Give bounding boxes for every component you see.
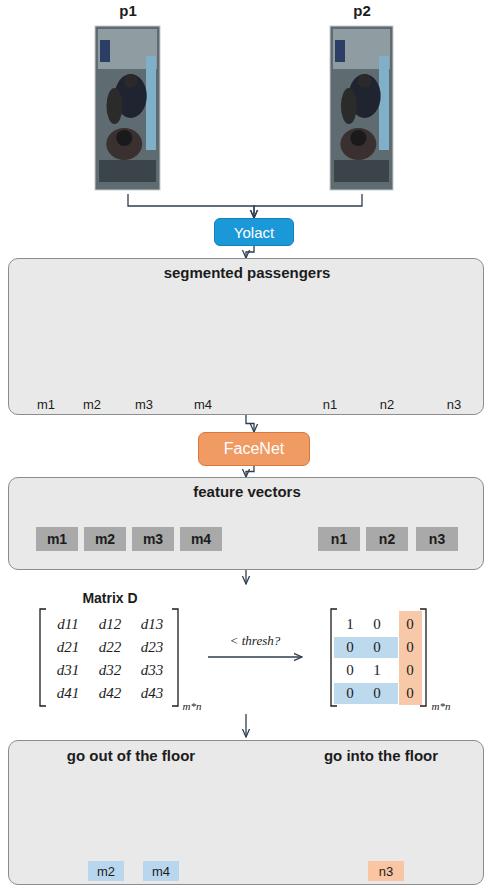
node-label: go into the floor xyxy=(324,747,438,764)
threshold-label: < thresh? xyxy=(230,633,281,649)
matrix-cell: d11 xyxy=(57,616,78,633)
matrix-bracket xyxy=(40,609,426,706)
node-label: n1 xyxy=(323,397,337,412)
matrix-cell: 0 xyxy=(406,685,414,702)
matrix-size: m*n xyxy=(183,700,202,712)
matrix-cell: d22 xyxy=(99,639,122,656)
flow-arrow xyxy=(208,570,302,737)
node-label: m4 xyxy=(191,531,211,547)
panel-title: p2 xyxy=(353,2,371,19)
panel-title: p1 xyxy=(119,2,137,19)
matrix-cell: 1 xyxy=(346,616,354,633)
image-heading: p1 xyxy=(88,0,168,194)
stage-panel: go out of the floor go into the floor m2 m4… xyxy=(8,740,484,885)
matrix-cell: d41 xyxy=(57,685,80,702)
flow-connector xyxy=(246,246,254,258)
feature-box: m2 xyxy=(84,527,126,551)
result-tag: m2 xyxy=(88,861,124,881)
node-label: m3 xyxy=(143,531,163,547)
node-label: n1 xyxy=(331,531,347,547)
feature-box: n2 xyxy=(366,527,408,551)
stage-panel: feature vectors m1 m2 m3 m4 n1 n2 n3 xyxy=(8,477,484,570)
stage-panel: segmented passengers m1 m2 m3 m4 n1 n2 n3 xyxy=(8,258,484,415)
matrix-cell: d13 xyxy=(141,616,164,633)
matrix-cell: 0 xyxy=(406,662,414,679)
flow-connector xyxy=(254,194,362,218)
matrix-cell: d32 xyxy=(99,662,122,679)
panel-title: segmented passengers xyxy=(164,264,331,281)
model-box: Yolact xyxy=(214,218,294,246)
matrix-cell: d42 xyxy=(99,685,122,702)
elevator-photo xyxy=(95,26,160,190)
model-box: FaceNet xyxy=(198,432,310,466)
node-label: m4 xyxy=(194,397,212,412)
matrix-cell: 0 xyxy=(346,639,354,656)
node-label: n2 xyxy=(379,531,395,547)
panel-title: feature vectors xyxy=(193,483,301,500)
feature-box: m3 xyxy=(132,527,174,551)
matrix-title: Matrix D xyxy=(82,590,137,606)
matrix-cell: 1 xyxy=(373,662,381,679)
node-label: m4 xyxy=(152,864,170,879)
matrix-cell: 0 xyxy=(406,639,414,656)
node-label: m1 xyxy=(37,397,55,412)
feature-box: m4 xyxy=(180,527,222,551)
elevator-photo xyxy=(330,26,393,190)
matrix-cell: d23 xyxy=(141,639,164,656)
node-label: Yolact xyxy=(234,224,274,241)
node-label: m2 xyxy=(97,864,115,879)
flow-connector xyxy=(246,466,254,477)
matrix-cell: 0 xyxy=(373,685,381,702)
feature-box: m1 xyxy=(36,527,78,551)
matrix-size: m*n xyxy=(432,700,451,712)
panel-title: go out of the floor xyxy=(67,747,195,764)
node-label: FaceNet xyxy=(224,440,284,458)
matrix-cell: 0 xyxy=(346,662,354,679)
matrix-cell: 0 xyxy=(373,639,381,656)
matrix-cell: d33 xyxy=(141,662,164,679)
node-label: n3 xyxy=(379,864,393,879)
image-heading: p2 xyxy=(322,0,402,194)
flow-connector xyxy=(246,415,254,432)
node-label: m1 xyxy=(47,531,67,547)
feature-box: n1 xyxy=(318,527,360,551)
node-label: n3 xyxy=(429,531,445,547)
node-label: m2 xyxy=(83,397,101,412)
matrix-cell: d43 xyxy=(141,685,164,702)
node-label: n2 xyxy=(380,397,394,412)
matrix-cell: 0 xyxy=(406,616,414,633)
matrix-highlight xyxy=(334,611,422,705)
result-tag: n3 xyxy=(368,861,404,881)
matrix-cell: 0 xyxy=(373,616,381,633)
node-label: n3 xyxy=(447,397,461,412)
matrix-cell: d12 xyxy=(99,616,122,633)
feature-box: n3 xyxy=(416,527,458,551)
matrix-cell: d21 xyxy=(57,639,80,656)
node-label: m2 xyxy=(95,531,115,547)
flow-connector xyxy=(128,194,254,218)
result-tag: m4 xyxy=(143,861,179,881)
matrix-cell: 0 xyxy=(346,685,354,702)
node-label: m3 xyxy=(135,397,153,412)
matrix-cell: d31 xyxy=(57,662,80,679)
